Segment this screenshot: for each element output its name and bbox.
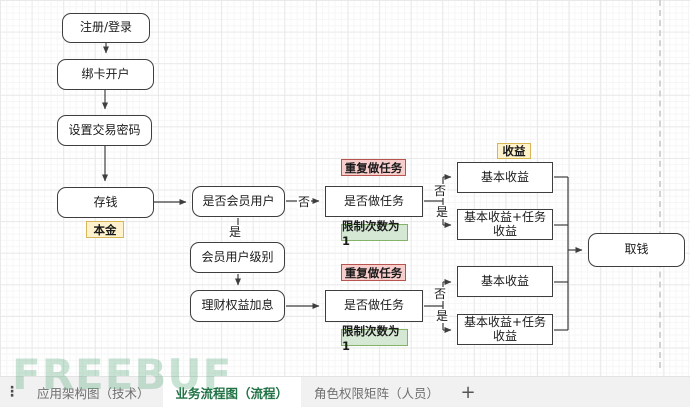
edge-label-no-task-1[interactable]: 否 xyxy=(433,184,448,198)
node-withdraw[interactable]: 取钱 xyxy=(588,233,685,267)
tag-income[interactable]: 收益 xyxy=(497,143,531,159)
edge-label-yes-task-2[interactable]: 是 xyxy=(435,309,450,323)
page-boundary-line xyxy=(659,0,661,368)
node-basic-income-2[interactable]: 基本收益 xyxy=(457,266,553,297)
node-combo-income-1[interactable]: 基本收益+任务收益 xyxy=(457,209,553,240)
edge-label-yes-member[interactable]: 是 xyxy=(228,225,243,239)
edge-label-no-member[interactable]: 否 xyxy=(297,195,312,209)
node-set-password[interactable]: 设置交易密码 xyxy=(57,115,152,146)
node-combo-income-2[interactable]: 基本收益+任务收益 xyxy=(457,314,553,345)
node-deposit[interactable]: 存钱 xyxy=(57,187,154,218)
tag-repeat-task-2[interactable]: 重复做任务 xyxy=(341,264,406,281)
node-wealth-interest[interactable]: 理财权益加息 xyxy=(190,290,285,322)
node-bind-card[interactable]: 绑卡开户 xyxy=(57,59,154,90)
tag-principal[interactable]: 本金 xyxy=(86,221,124,238)
node-task-check-1[interactable]: 是否做任务 xyxy=(325,186,423,217)
tab-business-flow[interactable]: 业务流程图（流程） xyxy=(162,377,302,407)
edge-label-yes-task-1[interactable]: 是 xyxy=(435,205,450,219)
add-page-button[interactable]: + xyxy=(460,381,476,403)
edge-label-no-task-2[interactable]: 否 xyxy=(433,287,448,301)
tag-repeat-task-1[interactable]: 重复做任务 xyxy=(341,159,406,176)
node-member-check[interactable]: 是否会员用户 xyxy=(192,186,285,217)
node-task-check-2[interactable]: 是否做任务 xyxy=(325,290,423,322)
node-member-level[interactable]: 会员用户级别 xyxy=(190,242,285,273)
tag-limit-once-2[interactable]: 限制次数为1 xyxy=(341,324,408,353)
tab-app-architecture[interactable]: 应用架构图（技术） xyxy=(37,385,150,401)
tab-role-matrix[interactable]: 角色权限矩阵（人员） xyxy=(314,385,440,401)
tag-limit-once-1[interactable]: 限制次数为1 xyxy=(341,219,408,248)
node-basic-income-1[interactable]: 基本收益 xyxy=(457,162,553,193)
pages-menu-icon[interactable]: ⋮ xyxy=(5,384,19,400)
node-register-login[interactable]: 注册/登录 xyxy=(62,13,150,43)
sheet-tabbar: ⋮ 应用架构图（技术） 业务流程图（流程） 角色权限矩阵（人员） + xyxy=(0,376,690,407)
diagram-canvas[interactable]: 注册/登录 绑卡开户 设置交易密码 存钱 本金 是否会员用户 会员用户级别 理财… xyxy=(0,0,690,376)
